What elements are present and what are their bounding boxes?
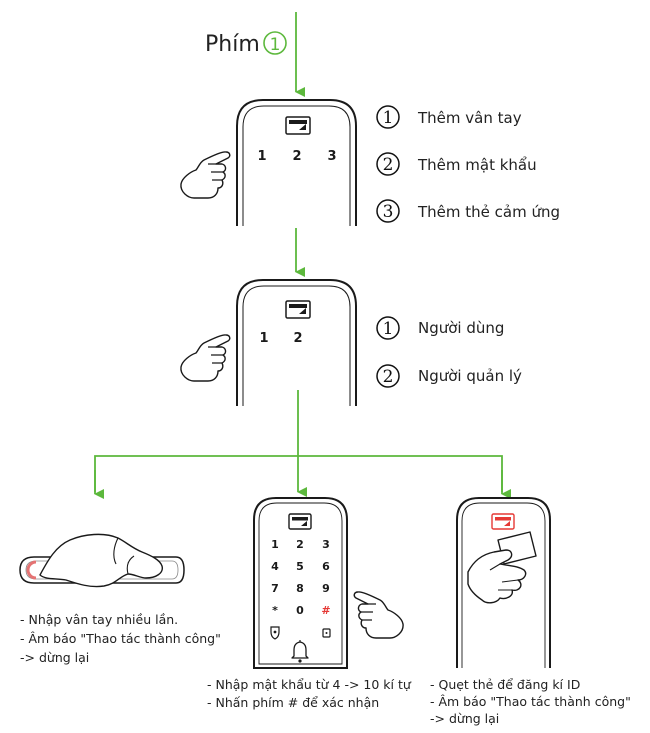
header-key-circle [263,31,287,55]
password-note: - Nhập mật khẩu từ 4 -> 10 kí tự [207,677,412,692]
keypad-key: 6 [322,560,330,573]
pointing-hand-icon [180,334,231,382]
card-reader-icon-active [491,513,515,530]
keypad-key: 0 [296,604,304,617]
keypad-key: 5 [296,560,304,573]
keypad-panel: 1 2 3 4 5 6 7 8 9 * 0 # [253,497,348,669]
keypad-key: * [272,604,278,617]
option-label: Người quản lý [418,367,522,385]
step2-option: 2 Người quản lý [376,364,522,388]
keypad-key: 3 [322,538,330,551]
keypad-key: 7 [271,582,279,595]
finger-hand-icon [39,533,163,588]
option-label: Thêm vân tay [417,109,522,127]
lock-panel-step2: 1 2 [236,279,357,406]
fingerprint-note: - Âm báo "Thao tác thành công" [20,631,221,646]
header-key-number: 1 [270,35,281,55]
svg-text:3: 3 [383,202,394,222]
header-label: Phím [205,32,260,57]
key-label: 2 [293,331,302,346]
card-note: - Quẹt thẻ để đăng kí ID [430,677,580,692]
fingerprint-note: - Nhập vân tay nhiều lần. [20,612,178,627]
step2-option: 1 Người dùng [376,316,504,340]
keypad-key: 2 [296,538,304,551]
step1-option: 2 Thêm mật khẩu [376,152,537,176]
svg-text:1: 1 [383,319,394,339]
svg-text:1: 1 [383,108,394,128]
option-label: Thêm mật khẩu [417,156,537,174]
pointing-hand-icon [353,591,404,639]
option-label: Thêm thẻ cảm ứng [417,203,560,221]
keypad-key: 4 [271,560,279,573]
key-label: 1 [259,331,268,346]
card-reader-icon [285,116,311,135]
lock-icon [322,628,331,638]
svg-text:2: 2 [383,367,394,387]
keypad-key: 8 [296,582,304,595]
key-label: 3 [327,149,336,164]
card-note: - Âm báo "Thao tác thành công" [430,694,631,709]
fingerprint-note: -> dừng lại [20,650,89,665]
option-label: Người dùng [418,319,504,337]
keypad-key: 9 [322,582,330,595]
card-reader-icon [288,513,312,530]
bell-icon [291,640,309,663]
svg-text:2: 2 [383,155,394,175]
sensor-ring [26,560,37,580]
hand-with-card-icon [467,531,537,604]
password-note: - Nhấn phím # để xác nhận [207,695,379,710]
lock-panel-step1: 1 2 3 [236,99,357,226]
keypad-key: 1 [271,538,279,551]
pointing-hand-icon [180,151,231,199]
shield-icon [270,626,280,640]
card-reader-icon [285,300,311,319]
key-label: 2 [292,149,301,164]
card-note: -> dừng lại [430,711,499,726]
keypad-key-hash: # [321,604,330,617]
step1-option: 1 Thêm vân tay [376,105,522,129]
step1-option: 3 Thêm thẻ cảm ứng [376,199,560,223]
key-label: 1 [257,149,266,164]
